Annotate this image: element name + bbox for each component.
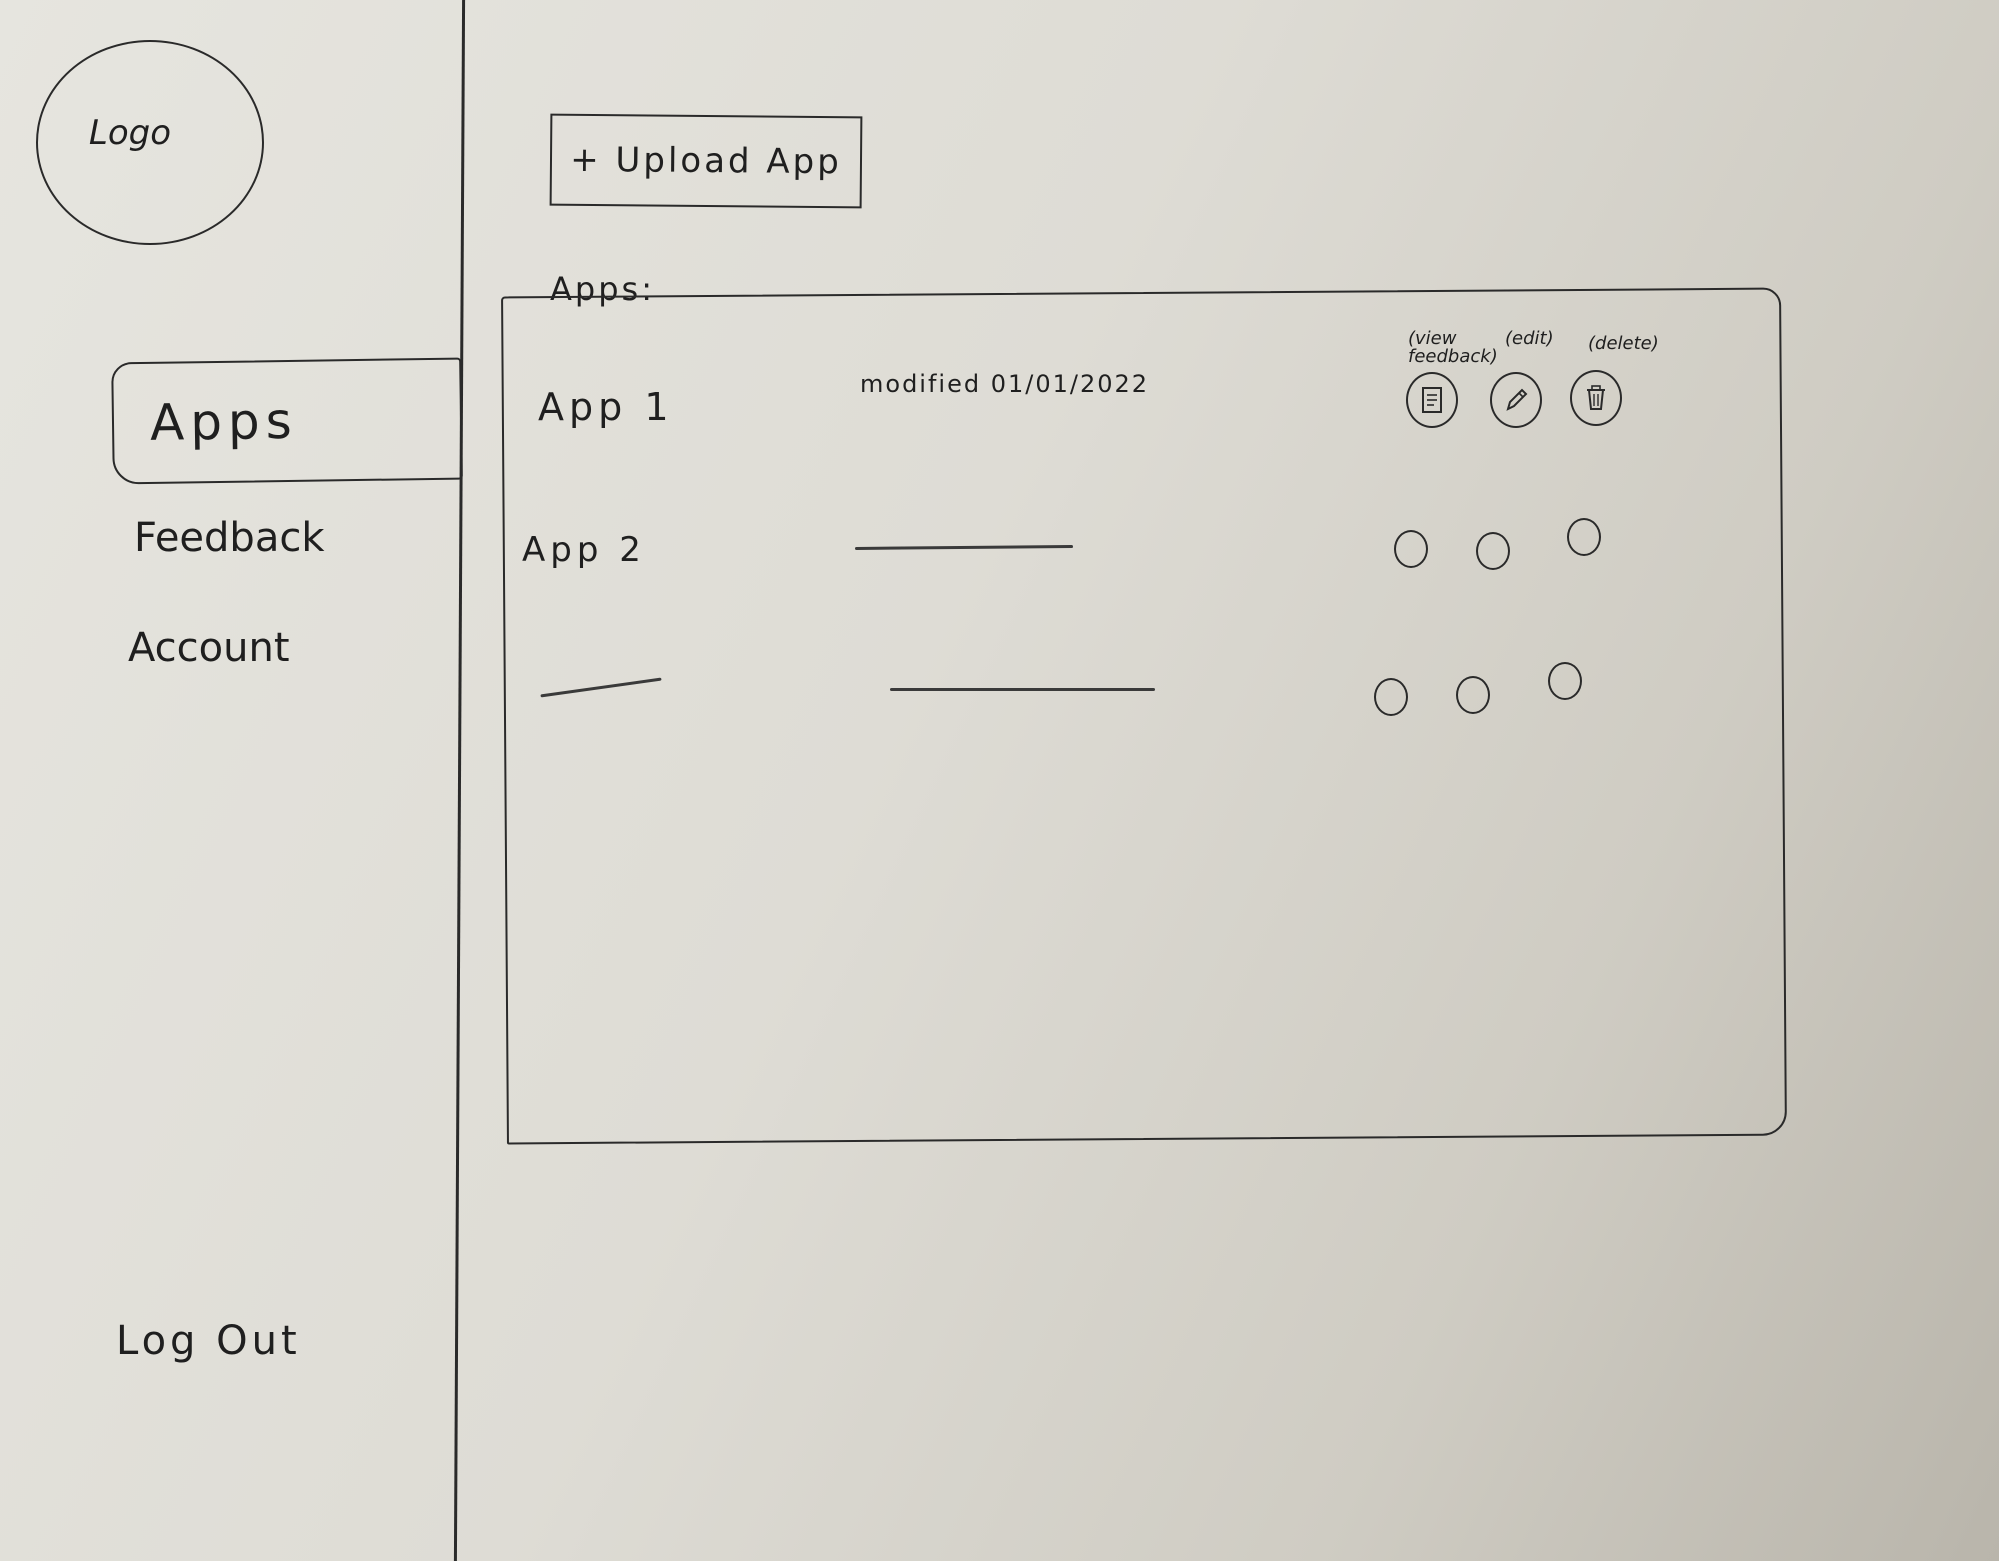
sidebar-item-account[interactable]: Account [128, 625, 290, 671]
delete-button[interactable] [1570, 370, 1622, 426]
view-feedback-button[interactable] [1374, 678, 1408, 716]
logout-button[interactable]: Log Out [116, 1318, 301, 1364]
app-row-1-modified: modified 01/01/2022 [860, 370, 1150, 398]
sidebar-item-apps-label: Apps [149, 391, 299, 452]
logo: Logo [36, 40, 264, 245]
sidebar-item-apps[interactable]: Apps [111, 357, 463, 485]
edit-header: (edit) [1505, 328, 1554, 349]
view-feedback-header: (view feedback) [1408, 328, 1498, 367]
view-feedback-button[interactable] [1406, 372, 1458, 428]
pencil-icon [1506, 388, 1528, 411]
app-row-1-name[interactable]: App 1 [538, 385, 674, 429]
sidebar-divider [453, 0, 466, 1561]
delete-button[interactable] [1567, 518, 1601, 556]
document-icon [1422, 387, 1442, 413]
view-feedback-button[interactable] [1394, 530, 1428, 568]
delete-header: (delete) [1588, 333, 1659, 354]
edit-button[interactable] [1490, 372, 1542, 428]
app-row-3-modified-placeholder [890, 688, 1155, 691]
edit-button[interactable] [1476, 532, 1510, 570]
app-row-2-name[interactable]: App 2 [522, 530, 646, 570]
edit-button[interactable] [1456, 676, 1490, 714]
upload-app-button[interactable]: + Upload App [549, 113, 863, 209]
apps-section-title: Apps: [550, 270, 655, 308]
logo-text: Logo [88, 112, 172, 153]
delete-button[interactable] [1548, 662, 1582, 700]
sidebar-item-feedback[interactable]: Feedback [134, 515, 325, 561]
trash-icon [1587, 385, 1605, 410]
